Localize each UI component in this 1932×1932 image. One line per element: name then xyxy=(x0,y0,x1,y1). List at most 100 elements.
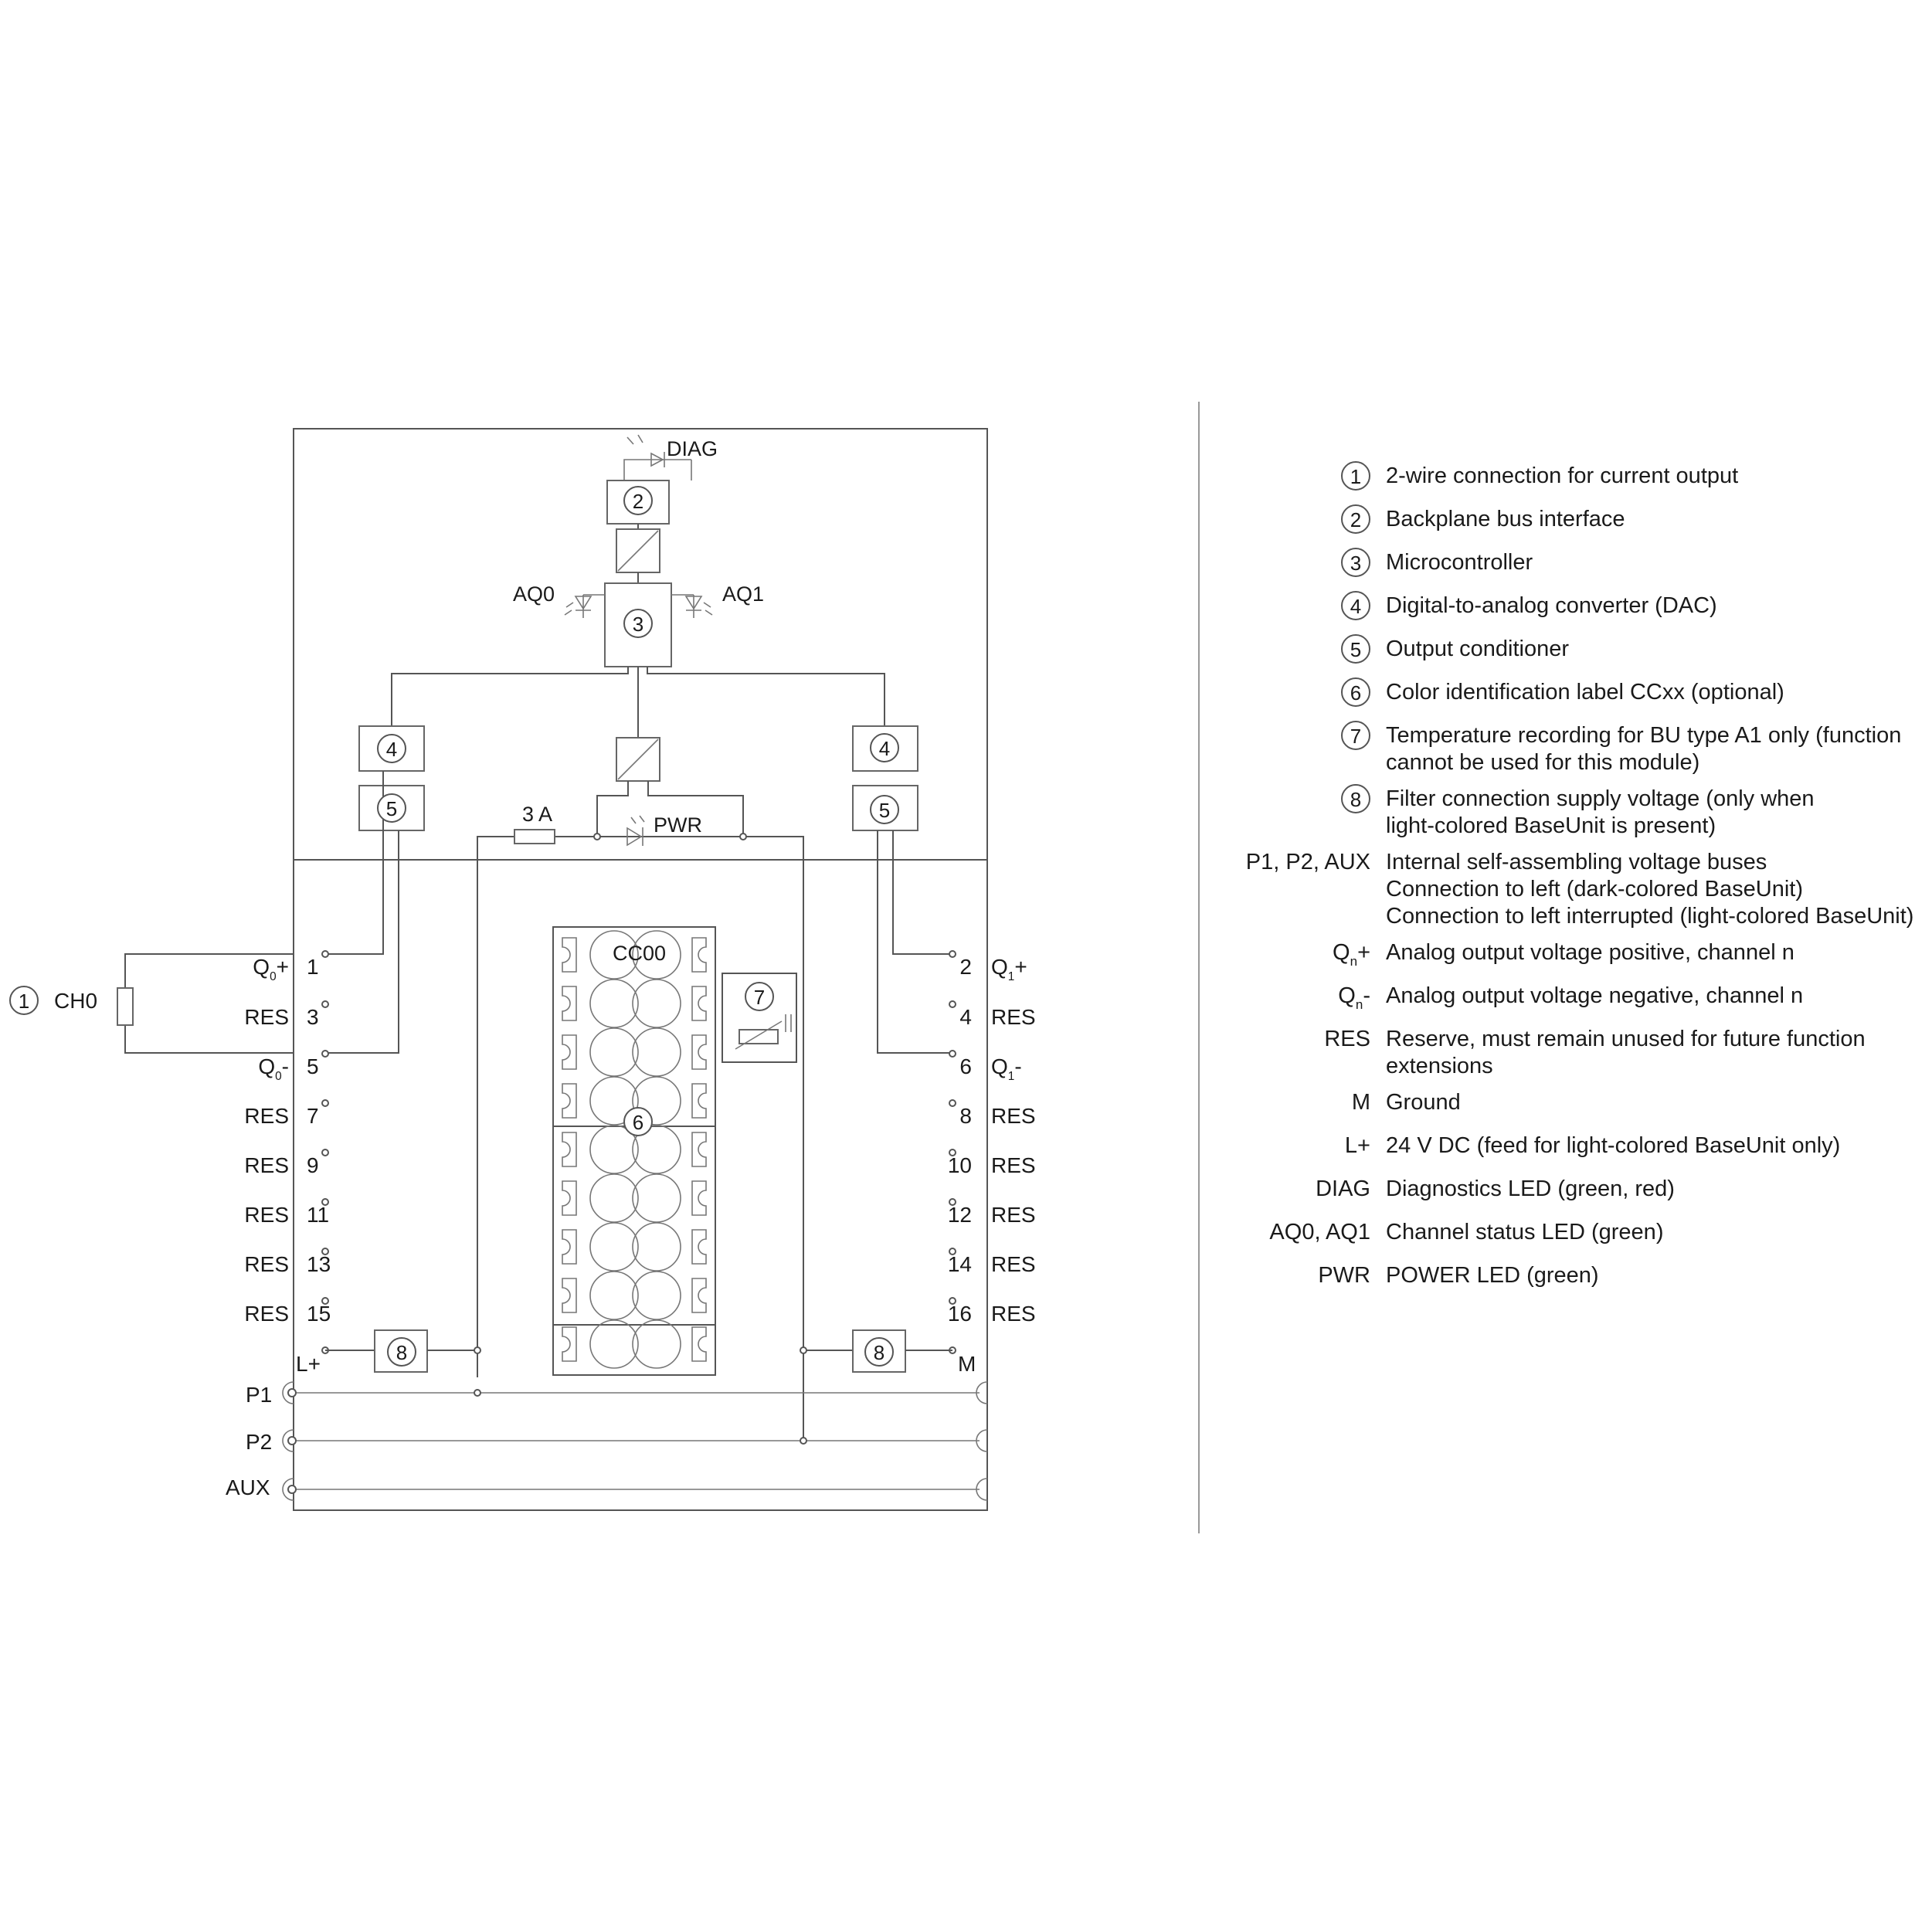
terminal-label: RES xyxy=(991,1302,1036,1326)
terminal-number: 4 xyxy=(959,1005,972,1029)
bus-plug-left xyxy=(282,1381,294,1404)
legend-key: 2 xyxy=(1350,508,1361,531)
aq0-label: AQ0 xyxy=(513,582,555,606)
legend-key: 8 xyxy=(1350,788,1361,811)
legend-key: 7 xyxy=(1350,725,1361,748)
terminal-number: 8 xyxy=(959,1104,972,1128)
svg-text:4: 4 xyxy=(386,738,397,761)
legend-description: Internal self-assembling voltage buses xyxy=(1386,850,1767,874)
channel-name: CH0 xyxy=(54,989,97,1013)
module-outline xyxy=(293,428,988,1511)
wire-q1-plus xyxy=(892,830,952,955)
legend-description: POWER LED (green) xyxy=(1386,1263,1599,1288)
wire-q0-minus xyxy=(324,830,399,1054)
marker-dac-right: 4 xyxy=(870,733,899,762)
svg-text:1: 1 xyxy=(19,990,29,1013)
label-cell xyxy=(632,1125,681,1174)
terminal-label: RES xyxy=(244,1302,289,1326)
diag-label: DIAG xyxy=(667,437,718,460)
label-cell xyxy=(589,1027,639,1077)
label-clip-right xyxy=(691,1278,707,1313)
bus-plug-left xyxy=(282,1429,294,1452)
label-cell xyxy=(589,1076,639,1126)
svg-text:7: 7 xyxy=(754,986,765,1009)
terminal-number: 15 xyxy=(307,1302,331,1326)
terminal-label: Q0- xyxy=(258,1054,289,1083)
terminal-point xyxy=(321,1149,329,1156)
wire-load-bottom xyxy=(124,1022,294,1054)
terminal-point xyxy=(321,1198,329,1206)
diag-led-icon xyxy=(623,434,692,480)
label-clip-right xyxy=(691,1132,707,1167)
terminal-point xyxy=(949,1000,956,1008)
legend-description: Output conditioner xyxy=(1386,637,1569,661)
pwr-label: PWR xyxy=(654,813,702,837)
aq1-led-icon xyxy=(671,594,713,618)
svg-text:2: 2 xyxy=(633,490,643,513)
terminal-number: 9 xyxy=(307,1153,319,1177)
terminal-point xyxy=(949,1050,956,1058)
legend-key: RES xyxy=(1324,1027,1370,1051)
label-cell xyxy=(589,1319,639,1369)
legend-key: 6 xyxy=(1350,681,1361,705)
marker-dac-left: 4 xyxy=(377,734,406,763)
legend-description: Analog output voltage negative, channel … xyxy=(1386,983,1803,1008)
terminal-label: RES xyxy=(991,1005,1036,1029)
color-label-text: CC00 xyxy=(613,942,666,965)
fuse-icon xyxy=(514,829,555,844)
legend-marker xyxy=(1341,548,1370,577)
legend-key: 4 xyxy=(1350,595,1361,618)
svg-text:8: 8 xyxy=(396,1341,407,1364)
terminal-label: RES xyxy=(991,1203,1036,1227)
label-clip-right xyxy=(691,1180,707,1216)
label-cell xyxy=(589,1271,639,1320)
legend-description: 2-wire connection for current output xyxy=(1386,463,1738,488)
label-clip-left xyxy=(562,1278,577,1313)
terminal-label: RES xyxy=(244,1104,289,1128)
terminal-number: 3 xyxy=(307,1005,319,1029)
terminal-label: RES xyxy=(991,1153,1036,1177)
terminal-point xyxy=(949,1248,956,1255)
wire-mcu-to-dac-right xyxy=(647,667,885,726)
bus-label-p2: P2 xyxy=(246,1430,272,1454)
terminal-point xyxy=(949,1149,956,1156)
label-cell xyxy=(589,1222,639,1272)
terminal-number: 12 xyxy=(948,1203,972,1227)
bus-isolator-icon xyxy=(616,528,660,573)
marker-channel: 1 xyxy=(9,986,39,1015)
aq0-led-icon xyxy=(564,594,605,618)
label-cell xyxy=(589,979,639,1028)
temperature-box xyxy=(722,973,797,1063)
label-cell xyxy=(589,930,639,980)
terminal-point xyxy=(321,950,329,958)
legend-key: 5 xyxy=(1350,638,1361,661)
bus-pin xyxy=(287,1388,297,1397)
legend-key: P1, P2, AUX xyxy=(1246,850,1370,874)
lplus-label: L+ xyxy=(296,1352,321,1376)
svg-text:6: 6 xyxy=(633,1111,643,1134)
legend-marker xyxy=(1341,784,1370,813)
terminal-number: 13 xyxy=(307,1252,331,1276)
legend-marker xyxy=(1341,634,1370,664)
legend-description: Filter connection supply voltage (only w… xyxy=(1386,786,1815,811)
terminal-number: 16 xyxy=(948,1302,972,1326)
legend-marker xyxy=(1341,461,1370,491)
bus-socket-right xyxy=(976,1478,988,1501)
pwr-led-icon xyxy=(626,815,645,847)
label-clip-left xyxy=(562,1132,577,1167)
legend-description: Connection to left (dark-colored BaseUni… xyxy=(1386,877,1803,901)
bus-socket-right xyxy=(976,1429,988,1452)
label-clip-left xyxy=(562,1229,577,1265)
legend-key: Qn- xyxy=(1338,983,1370,1012)
label-cell xyxy=(632,1319,681,1369)
legend-marker xyxy=(1341,591,1370,620)
legend-marker xyxy=(1341,677,1370,707)
legend-description: Ground xyxy=(1386,1090,1461,1115)
legend-description: Connection to left interrupted (light-co… xyxy=(1386,904,1913,929)
legend-description: Diagnostics LED (green, red) xyxy=(1386,1177,1675,1201)
terminal-label: RES xyxy=(244,1252,289,1276)
legend-key: PWR xyxy=(1318,1263,1370,1288)
legend-description: Channel status LED (green) xyxy=(1386,1220,1663,1244)
temperature-sensor-icon xyxy=(735,1014,792,1050)
